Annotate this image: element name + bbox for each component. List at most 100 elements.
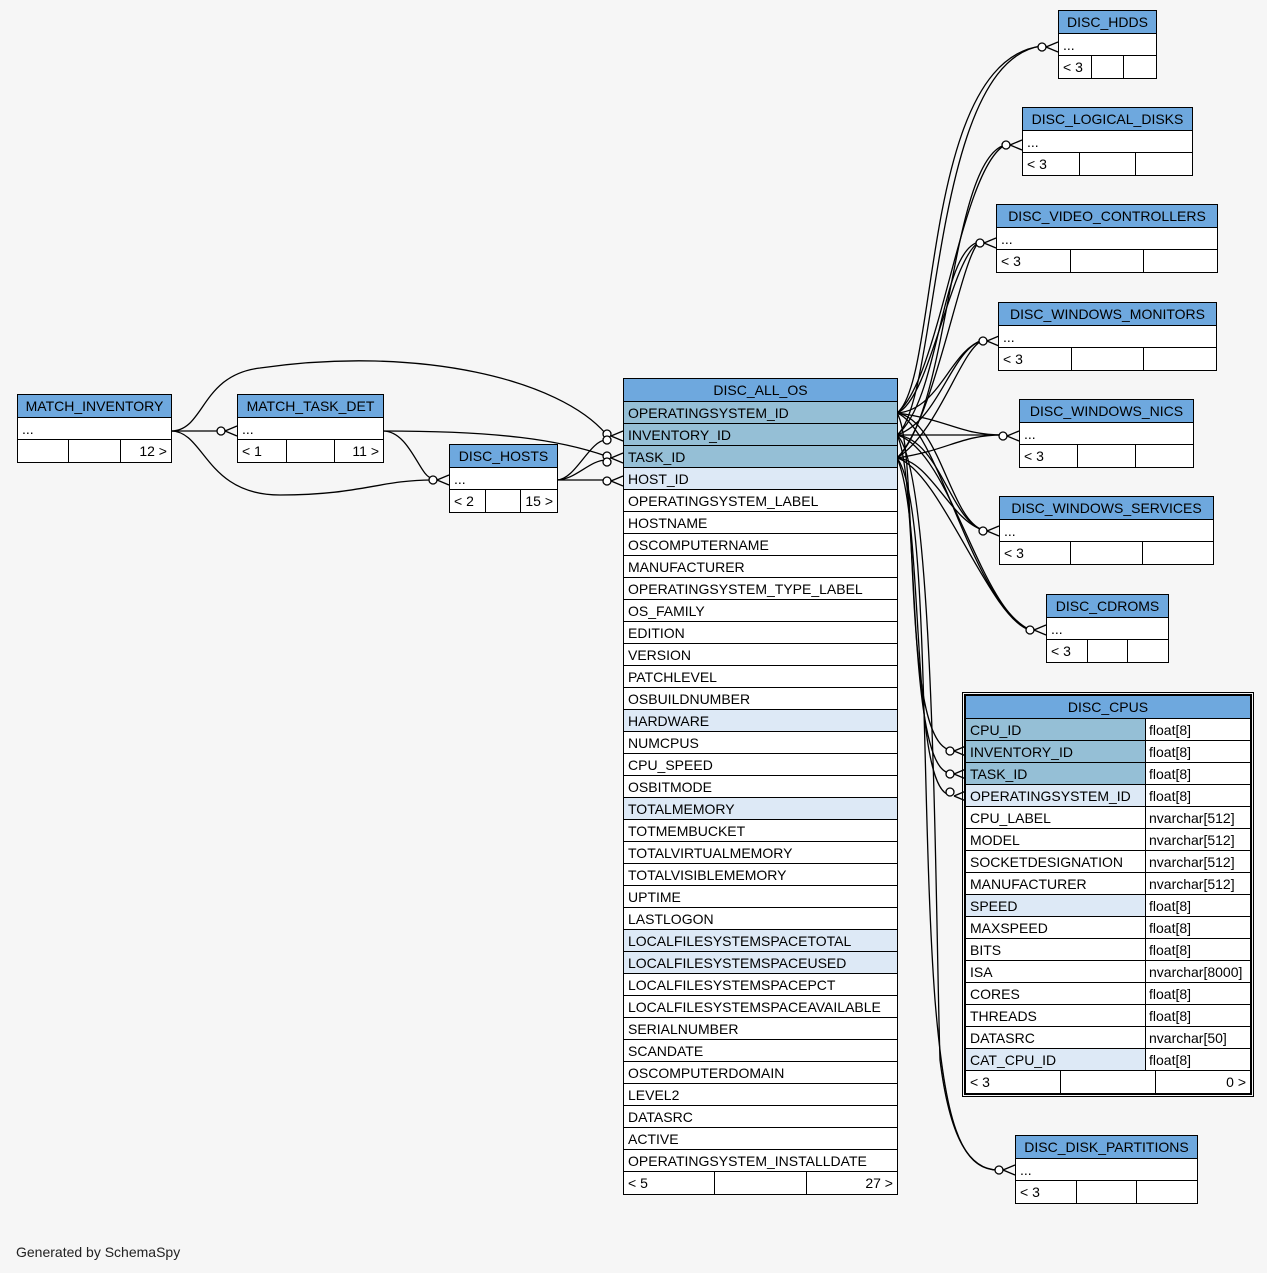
column-row[interactable]: PATCHLEVEL: [624, 666, 897, 688]
parent-count[interactable]: < 2: [454, 493, 474, 509]
column-row[interactable]: OPERATINGSYSTEM_TYPE_LABEL: [624, 578, 897, 600]
child-count[interactable]: [1135, 445, 1193, 467]
table-title[interactable]: DISC_HDDS: [1059, 11, 1156, 34]
table-title[interactable]: DISC_CDROMS: [1047, 595, 1168, 618]
column-row[interactable]: LEVEL2: [624, 1084, 897, 1106]
column-row[interactable]: HOST_ID: [624, 468, 897, 490]
table-disc-logical-disks[interactable]: DISC_LOGICAL_DISKS...< 3: [1022, 107, 1193, 176]
column-row[interactable]: NUMCPUS: [624, 732, 897, 754]
column-row[interactable]: CPU_SPEED: [624, 754, 897, 776]
column-row[interactable]: HARDWARE: [624, 710, 897, 732]
child-count[interactable]: [1136, 1181, 1197, 1203]
child-count[interactable]: 11 >: [334, 440, 383, 462]
table-title[interactable]: DISC_WINDOWS_SERVICES: [1000, 497, 1213, 520]
parent-count[interactable]: < 5: [628, 1175, 648, 1191]
table-title[interactable]: DISC_VIDEO_CONTROLLERS: [997, 205, 1217, 228]
table-title[interactable]: DISC_HOSTS: [450, 445, 557, 468]
table-disc-disk-partitions[interactable]: DISC_DISK_PARTITIONS...< 3: [1015, 1135, 1198, 1204]
parent-count[interactable]: < 3: [1003, 351, 1023, 367]
column-row[interactable]: TOTALVIRTUALMEMORY: [624, 842, 897, 864]
column-row[interactable]: LOCALFILESYSTEMSPACEPCT: [624, 974, 897, 996]
column-row[interactable]: UPTIME: [624, 886, 897, 908]
column-row[interactable]: OSCOMPUTERDOMAIN: [624, 1062, 897, 1084]
table-title[interactable]: DISC_WINDOWS_MONITORS: [999, 303, 1216, 326]
column-row[interactable]: OSBITMODE: [624, 776, 897, 798]
table-disc-windows-services[interactable]: DISC_WINDOWS_SERVICES...< 3: [999, 496, 1214, 565]
column-row[interactable]: INVENTORY_ID: [624, 424, 897, 446]
column-row[interactable]: LOCALFILESYSTEMSPACETOTAL: [624, 930, 897, 952]
child-count[interactable]: [1143, 348, 1216, 370]
child-count[interactable]: 27 >: [805, 1172, 897, 1194]
child-count[interactable]: 0 >: [1155, 1071, 1250, 1093]
column-row[interactable]: OPERATINGSYSTEM_INSTALLDATE: [624, 1150, 897, 1172]
child-count[interactable]: [1127, 640, 1168, 662]
parent-count[interactable]: < 3: [1024, 448, 1044, 464]
table-title[interactable]: DISC_LOGICAL_DISKS: [1023, 108, 1192, 131]
table-title[interactable]: DISC_CPUS: [966, 696, 1250, 719]
parent-count[interactable]: < 3: [970, 1074, 990, 1090]
column-row[interactable]: DATASRC: [624, 1106, 897, 1128]
column-row[interactable]: MANUFACTURER: [624, 556, 897, 578]
table-match-inventory[interactable]: MATCH_INVENTORY...12 >: [17, 394, 172, 463]
parent-count[interactable]: < 3: [1001, 253, 1021, 269]
table-disc-windows-monitors[interactable]: DISC_WINDOWS_MONITORS...< 3: [998, 302, 1217, 371]
parent-count[interactable]: < 3: [1051, 643, 1071, 659]
table-title[interactable]: DISC_WINDOWS_NICS: [1020, 400, 1193, 423]
parent-count[interactable]: < 1: [242, 443, 262, 459]
parent-count[interactable]: < 3: [1063, 59, 1083, 75]
child-count[interactable]: [1141, 542, 1213, 564]
column-row[interactable]: LOCALFILESYSTEMSPACEUSED: [624, 952, 897, 974]
column-row[interactable]: SERIALNUMBER: [624, 1018, 897, 1040]
child-count[interactable]: [1135, 153, 1192, 175]
table-disc-video-controllers[interactable]: DISC_VIDEO_CONTROLLERS...< 3: [996, 204, 1218, 273]
column-row[interactable]: TOTALVISIBLEMEMORY: [624, 864, 897, 886]
column-row[interactable]: SCANDATE: [624, 1040, 897, 1062]
parent-count[interactable]: < 3: [1020, 1184, 1040, 1200]
parent-count[interactable]: < 3: [1004, 545, 1024, 561]
table-title[interactable]: MATCH_INVENTORY: [18, 395, 171, 418]
column-row[interactable]: EDITION: [624, 622, 897, 644]
column-row[interactable]: TASK_ID: [624, 446, 897, 468]
child-count[interactable]: 12 >: [119, 440, 171, 462]
column-row[interactable]: OPERATINGSYSTEM_LABEL: [624, 490, 897, 512]
table-title[interactable]: MATCH_TASK_DET: [238, 395, 383, 418]
column-row[interactable]: VERSION: [624, 644, 897, 666]
child-count[interactable]: 15 >: [520, 490, 557, 512]
column-row[interactable]: TOTMEMBUCKET: [624, 820, 897, 842]
table-title[interactable]: DISC_DISK_PARTITIONS: [1016, 1136, 1197, 1159]
table-disc-hdds[interactable]: DISC_HDDS...< 3: [1058, 10, 1157, 79]
column-row[interactable]: LASTLOGON: [624, 908, 897, 930]
column-row[interactable]: HOSTNAME: [624, 512, 897, 534]
table-disc-cdroms[interactable]: DISC_CDROMS...< 3: [1046, 594, 1169, 663]
column-row[interactable]: OPERATINGSYSTEM_ID: [624, 402, 897, 424]
table-disc-windows-nics[interactable]: DISC_WINDOWS_NICS...< 3: [1019, 399, 1194, 468]
child-count[interactable]: [1143, 250, 1217, 272]
child-count[interactable]: [1123, 56, 1156, 78]
column-row[interactable]: OS_FAMILY: [624, 600, 897, 622]
column-row[interactable]: ACTIVE: [624, 1128, 897, 1150]
column-row[interactable]: LOCALFILESYSTEMSPACEAVAILABLE: [624, 996, 897, 1018]
column-row[interactable]: OSBUILDNUMBER: [624, 688, 897, 710]
parent-count[interactable]: < 3: [1027, 156, 1047, 172]
parent-count[interactable]: [18, 440, 68, 462]
